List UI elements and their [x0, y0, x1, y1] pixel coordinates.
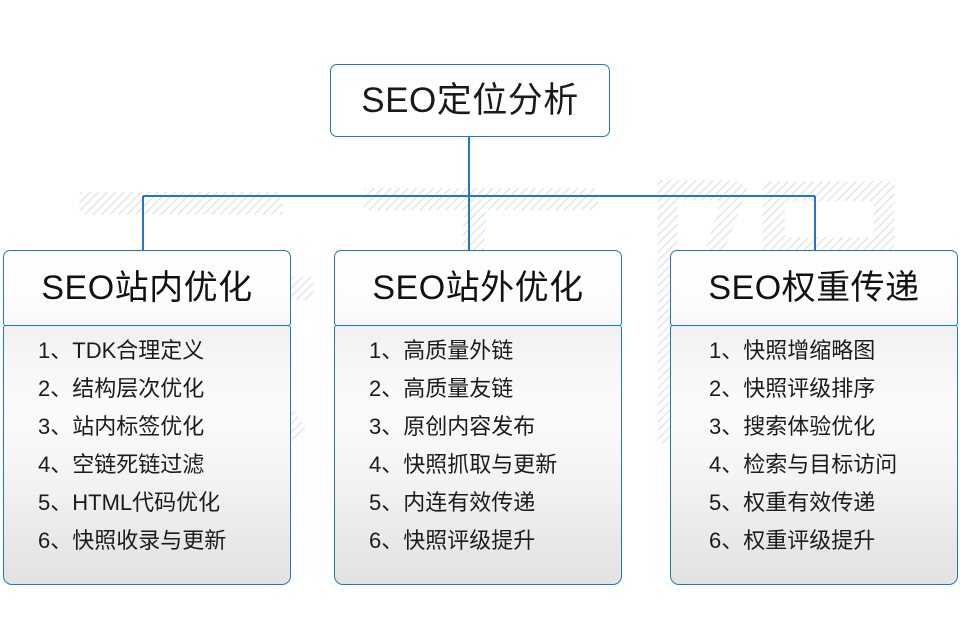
item-index: 3、 [709, 414, 744, 439]
item-index: 4、 [369, 452, 404, 477]
branch-header-1[interactable]: SEO站内优化 [3, 250, 291, 326]
item-index: 5、 [709, 490, 744, 515]
item-list-3: 1、 快照增缩略图 2、 快照评级排序 3、 搜索体验优化 4、 检索与目标访问… [671, 340, 957, 568]
item-index: 1、 [38, 338, 73, 363]
list-item[interactable]: 4、 检索与目标访问 [671, 454, 957, 492]
list-item[interactable]: 3、 原创内容发布 [335, 416, 621, 454]
branch-column-1: SEO站内优化 1、 TDK合理定义 2、 结构层次优化 3、 站内标签优化 4… [3, 250, 291, 585]
item-index: 3、 [38, 414, 73, 439]
item-text: 搜索体验优化 [743, 414, 876, 439]
item-text: 快照收录与更新 [72, 528, 227, 553]
branch-body-3: 1、 快照增缩略图 2、 快照评级排序 3、 搜索体验优化 4、 检索与目标访问… [670, 325, 958, 585]
list-item[interactable]: 2、 高质量友链 [335, 378, 621, 416]
list-item[interactable]: 4、 快照抓取与更新 [335, 454, 621, 492]
root-node[interactable]: SEO定位分析 [330, 64, 610, 137]
item-index: 2、 [369, 376, 404, 401]
item-text: 高质量外链 [403, 338, 514, 363]
item-text: 快照评级排序 [743, 376, 876, 401]
item-text: 权重有效传递 [743, 490, 876, 515]
item-index: 5、 [38, 490, 73, 515]
list-item[interactable]: 6、 快照评级提升 [335, 530, 621, 568]
item-index: 3、 [369, 414, 404, 439]
branch-column-2: SEO站外优化 1、 高质量外链 2、 高质量友链 3、 原创内容发布 4、 快 [334, 250, 622, 585]
root-node-label: SEO定位分析 [361, 81, 579, 120]
list-item[interactable]: 1、 高质量外链 [335, 340, 621, 378]
item-text: TDK合理定义 [72, 338, 205, 363]
branch-header-label-3: SEO权重传递 [708, 269, 920, 307]
item-text: 站内标签优化 [72, 414, 205, 439]
item-index: 6、 [369, 528, 404, 553]
list-item[interactable]: 5、 HTML代码优化 [4, 492, 290, 530]
item-text: 空链死链过滤 [72, 452, 205, 477]
branch-header-label-1: SEO站内优化 [41, 269, 253, 307]
branch-header-label-2: SEO站外优化 [372, 269, 584, 307]
list-item[interactable]: 5、 权重有效传递 [671, 492, 957, 530]
branch-body-2: 1、 高质量外链 2、 高质量友链 3、 原创内容发布 4、 快照抓取与更新 5… [334, 325, 622, 585]
list-item[interactable]: 3、 站内标签优化 [4, 416, 290, 454]
list-item[interactable]: 4、 空链死链过滤 [4, 454, 290, 492]
list-item[interactable]: 6、 权重评级提升 [671, 530, 957, 568]
item-index: 4、 [38, 452, 73, 477]
item-index: 5、 [369, 490, 404, 515]
item-text: HTML代码优化 [72, 490, 221, 515]
item-index: 1、 [369, 338, 404, 363]
item-text: 快照评级提升 [403, 528, 536, 553]
list-item[interactable]: 3、 搜索体验优化 [671, 416, 957, 454]
list-item[interactable]: 5、 内连有效传递 [335, 492, 621, 530]
item-text: 结构层次优化 [72, 376, 205, 401]
item-text: 快照增缩略图 [743, 338, 876, 363]
item-index: 2、 [38, 376, 73, 401]
item-text: 权重评级提升 [743, 528, 876, 553]
item-text: 检索与目标访问 [743, 452, 898, 477]
item-index: 6、 [38, 528, 73, 553]
list-item[interactable]: 2、 快照评级排序 [671, 378, 957, 416]
branch-body-1: 1、 TDK合理定义 2、 结构层次优化 3、 站内标签优化 4、 空链死链过滤… [3, 325, 291, 585]
item-list-2: 1、 高质量外链 2、 高质量友链 3、 原创内容发布 4、 快照抓取与更新 5… [335, 340, 621, 568]
list-item[interactable]: 1、 快照增缩略图 [671, 340, 957, 378]
item-list-1: 1、 TDK合理定义 2、 结构层次优化 3、 站内标签优化 4、 空链死链过滤… [4, 340, 290, 568]
list-item[interactable]: 6、 快照收录与更新 [4, 530, 290, 568]
list-item[interactable]: 2、 结构层次优化 [4, 378, 290, 416]
item-text: 原创内容发布 [403, 414, 536, 439]
item-index: 2、 [709, 376, 744, 401]
item-text: 快照抓取与更新 [403, 452, 558, 477]
item-text: 内连有效传递 [403, 490, 536, 515]
branch-header-3[interactable]: SEO权重传递 [670, 250, 958, 326]
item-index: 4、 [709, 452, 744, 477]
list-item[interactable]: 1、 TDK合理定义 [4, 340, 290, 378]
item-index: 6、 [709, 528, 744, 553]
branch-column-3: SEO权重传递 1、 快照增缩略图 2、 快照评级排序 3、 搜索体验优化 4、 [670, 250, 958, 585]
item-text: 高质量友链 [403, 376, 514, 401]
branch-header-2[interactable]: SEO站外优化 [334, 250, 622, 326]
item-index: 1、 [709, 338, 744, 363]
